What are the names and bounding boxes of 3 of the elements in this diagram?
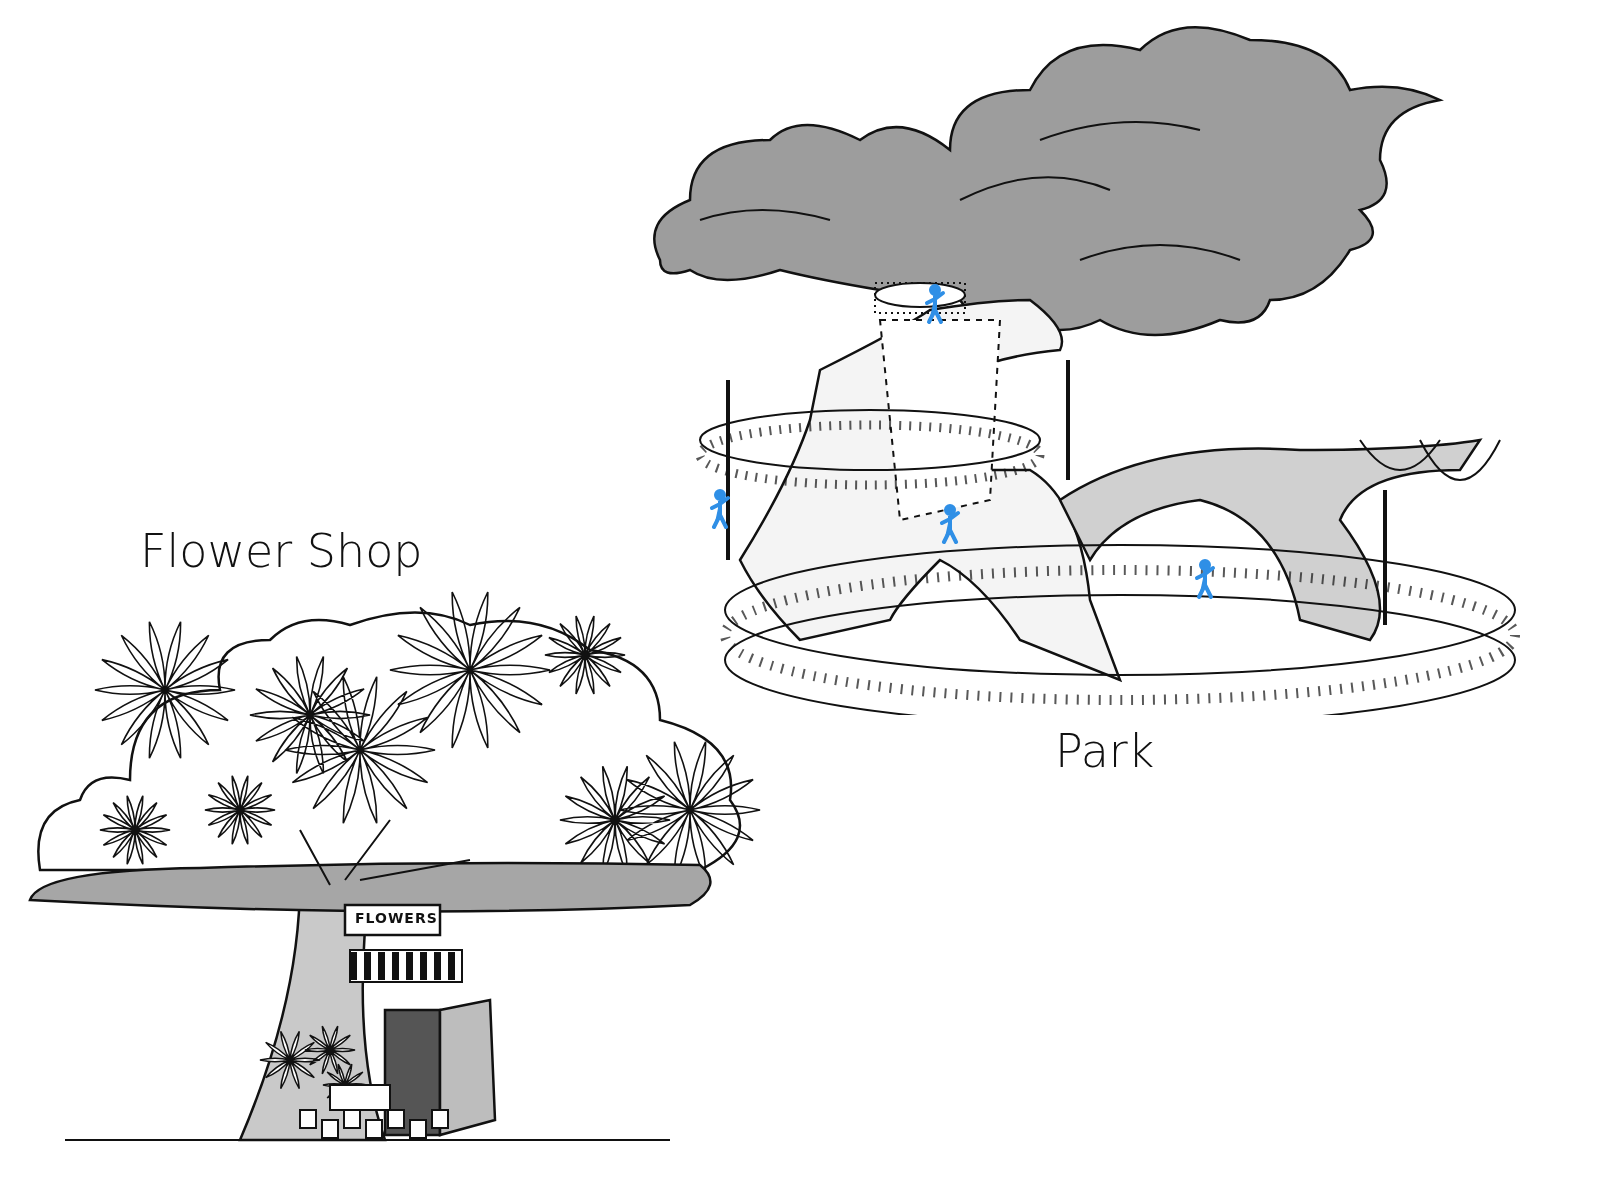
shop-sign-text: FLOWERS [355,911,438,925]
drawing-title: Park [1055,728,1155,774]
drawing-title: Flower Shop [140,528,423,574]
